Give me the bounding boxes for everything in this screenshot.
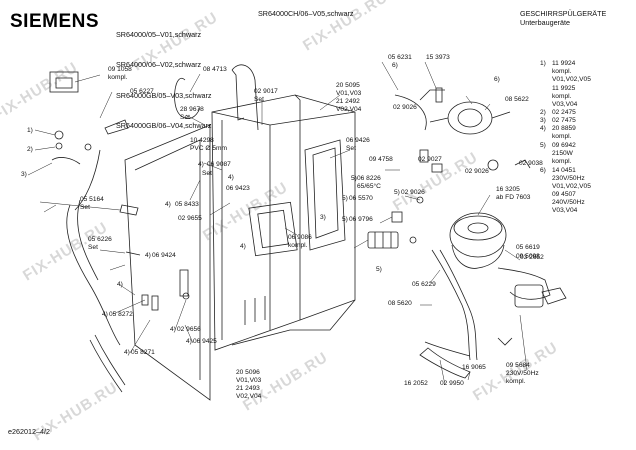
part-label: 05 8433 <box>175 201 199 208</box>
part-label: 4) <box>165 201 171 208</box>
part-label: 06 9087 <box>207 161 231 168</box>
part-label: 20 5096 V01,V03 21 2493 V02,V04 <box>236 369 262 401</box>
category-title: GESCHIRRSPÜLGERÄTE <box>520 9 607 18</box>
model-list: SR64000/05–V01,schwarz SR64000/06–V02,sc… <box>116 10 212 151</box>
part-label: 09 1058 kompl. <box>108 66 132 82</box>
legend-text: 09 6942 2150W kompl. <box>552 142 576 166</box>
footer-code: e262012–4/2 <box>8 427 50 436</box>
category-subtitle: Unterbaugeräte <box>520 18 570 27</box>
part-label: 6) <box>494 76 500 83</box>
part-label: 05 6229 <box>412 281 436 288</box>
legend-num: 6) <box>540 167 546 174</box>
part-label: 4) <box>198 161 204 168</box>
part-label: 02 9038 <box>519 160 543 167</box>
part-label: 05 6227 <box>130 88 154 95</box>
part-label: 28 9678 Set <box>180 106 204 122</box>
part-label: 06 9424 <box>152 252 176 259</box>
part-label: 10 4298 PVC Ø 5mm <box>190 137 228 153</box>
part-label: 02 9026 <box>393 104 417 111</box>
part-label: 02 9655 <box>178 215 202 222</box>
model-line: SR64000GB/05–V03,schwarz <box>116 90 212 100</box>
legend-text: 14 0451 230V/50Hz V01,V02,V05 09 4507 24… <box>552 167 591 215</box>
part-label: 4) <box>170 326 176 333</box>
part-label: 03 2652 <box>520 254 544 261</box>
part-label: 4) <box>117 281 123 288</box>
part-label: 06 9426 Set <box>346 137 370 153</box>
part-label: 16 2052 <box>404 380 428 387</box>
part-label: 02 9017 Set <box>254 88 278 104</box>
legend-text: 11 9924 kompl. V01,V02,V05 <box>552 60 591 84</box>
part-label: 08 4713 <box>203 66 227 73</box>
part-label: 06 9423 <box>226 185 250 192</box>
part-label: 2) <box>27 146 33 153</box>
model-line: SR64000GB/06–V04,schwarz <box>116 120 212 130</box>
part-label: 5) <box>342 216 348 223</box>
part-label: 5) <box>376 266 382 273</box>
part-label: 20 5095 V01,V03 21 2492 V02,V04 <box>336 82 362 114</box>
part-label: 06 5570 <box>349 195 373 202</box>
part-label: 4) <box>124 349 130 356</box>
legend-num: 3) <box>540 117 546 124</box>
part-label: 02 9656 <box>177 326 201 333</box>
legend-text: 02 2475 <box>552 109 576 116</box>
part-label: 16 9065 <box>462 364 486 371</box>
part-label: 08 5620 <box>388 300 412 307</box>
part-label: 05 8271 <box>131 349 155 356</box>
legend-num: 1) <box>540 60 546 67</box>
legend-text: 11 9925 kompl. V03,V04 <box>552 85 578 109</box>
part-label: 09 5684 230V/50Hz kompl. <box>506 362 539 386</box>
legend-text: 20 8859 kompl. <box>552 125 576 141</box>
legend-num: 5) <box>540 142 546 149</box>
part-label: 4) <box>102 311 108 318</box>
part-label: 05 6231 <box>388 54 412 61</box>
legend-num: 4) <box>540 125 546 132</box>
legend-text: 02 7475 <box>552 117 576 124</box>
part-label: 4) <box>145 252 151 259</box>
part-label: Set <box>202 170 212 177</box>
part-label: 3) <box>320 214 326 221</box>
part-label: 05 6619 <box>516 244 540 251</box>
part-label: 15 3973 <box>426 54 450 61</box>
part-label: 5) <box>394 189 400 196</box>
part-label: 06 9796 <box>349 216 373 223</box>
part-label: 09 4758 <box>369 156 393 163</box>
part-label: 05 5164 Set <box>80 196 104 212</box>
part-label: 06 8226 65/65°C <box>357 175 381 191</box>
part-label: 3) <box>21 171 27 178</box>
part-label: 4) <box>228 174 234 181</box>
legend-num: 2) <box>540 109 546 116</box>
part-label: 09 5098 <box>516 253 540 260</box>
brand-logo: SIEMENS <box>10 11 100 32</box>
part-label: 4) <box>240 243 246 250</box>
model-center: SR64000CH/06–V05,schwarz <box>258 9 354 18</box>
part-label: 6) <box>392 62 398 69</box>
part-label: 4) <box>186 338 192 345</box>
part-label: 02 9950 <box>440 380 464 387</box>
model-line: SR64000/05–V01,schwarz <box>116 30 202 40</box>
part-label: 02 9026 <box>465 168 489 175</box>
part-label: 1) <box>27 127 33 134</box>
part-label: 16 3205 ab FD 7603 <box>496 186 531 202</box>
part-label: 08 5622 <box>505 96 529 103</box>
part-label: 02 9027 <box>418 156 442 163</box>
part-label: 06 9425 <box>193 338 217 345</box>
part-label: 5) <box>351 175 357 182</box>
model-line: SR64000/06–V02,schwarz <box>116 60 202 70</box>
part-label: 05 6226 Set <box>88 236 112 252</box>
part-label: 06 9086 kompl. <box>288 234 312 250</box>
part-label: 5) <box>342 195 348 202</box>
part-label: 05 8272 <box>109 311 133 318</box>
part-label: 02 9026 <box>401 189 425 196</box>
